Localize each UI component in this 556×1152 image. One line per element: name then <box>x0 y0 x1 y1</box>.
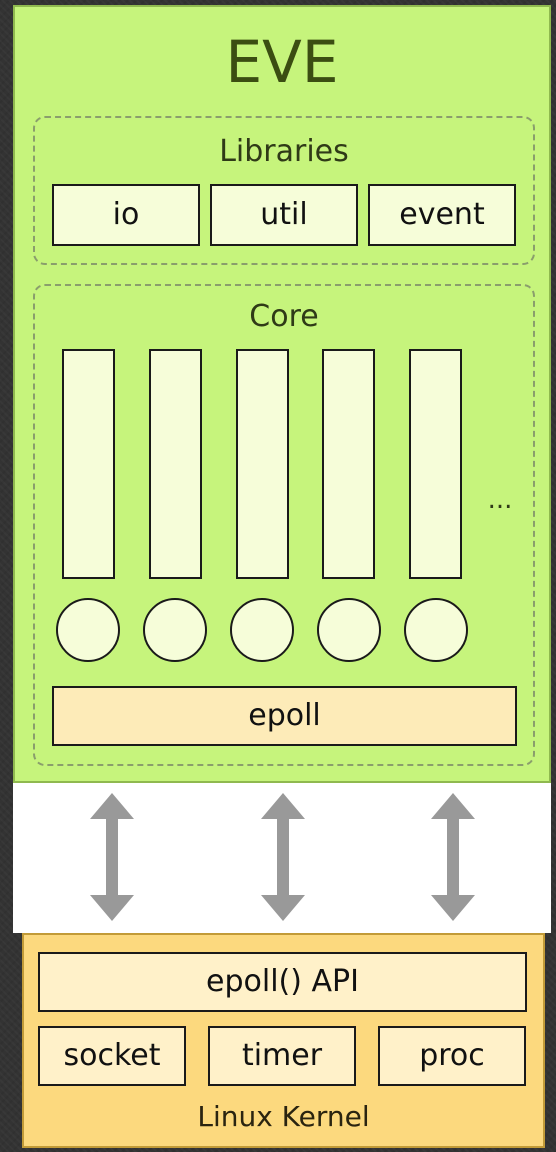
kernel-timer: timer <box>208 1026 356 1086</box>
eve-title: EVE <box>225 28 339 96</box>
core-loop-circle-3 <box>230 598 294 662</box>
kernel-socket: socket <box>38 1026 186 1086</box>
bidirectional-arrow-icon <box>431 793 475 921</box>
core-more-ellipsis: ... <box>487 485 513 515</box>
core-epoll-bar: epoll <box>52 686 517 746</box>
library-util: util <box>210 184 358 246</box>
core-queue-3 <box>236 349 289 579</box>
core-label: Core <box>249 299 319 334</box>
library-io: io <box>52 184 200 246</box>
core-loop-circle-5 <box>404 598 468 662</box>
bidirectional-arrow-icon <box>90 793 134 921</box>
core-queue-1 <box>62 349 115 579</box>
core-queue-5 <box>409 349 462 579</box>
core-group <box>33 284 535 766</box>
kernel-epoll-api: epoll() API <box>38 952 527 1012</box>
library-event: event <box>368 184 516 246</box>
kernel-proc: proc <box>378 1026 526 1086</box>
libraries-label: Libraries <box>219 134 349 169</box>
libraries-group <box>33 116 535 265</box>
core-loop-circle-1 <box>56 598 120 662</box>
core-loop-circle-4 <box>317 598 381 662</box>
bidirectional-arrow-icon <box>261 793 305 921</box>
core-queue-2 <box>149 349 202 579</box>
core-queue-4 <box>322 349 375 579</box>
kernel-label: Linux Kernel <box>197 1100 370 1133</box>
core-loop-circle-2 <box>143 598 207 662</box>
arrows-layer <box>90 793 475 921</box>
